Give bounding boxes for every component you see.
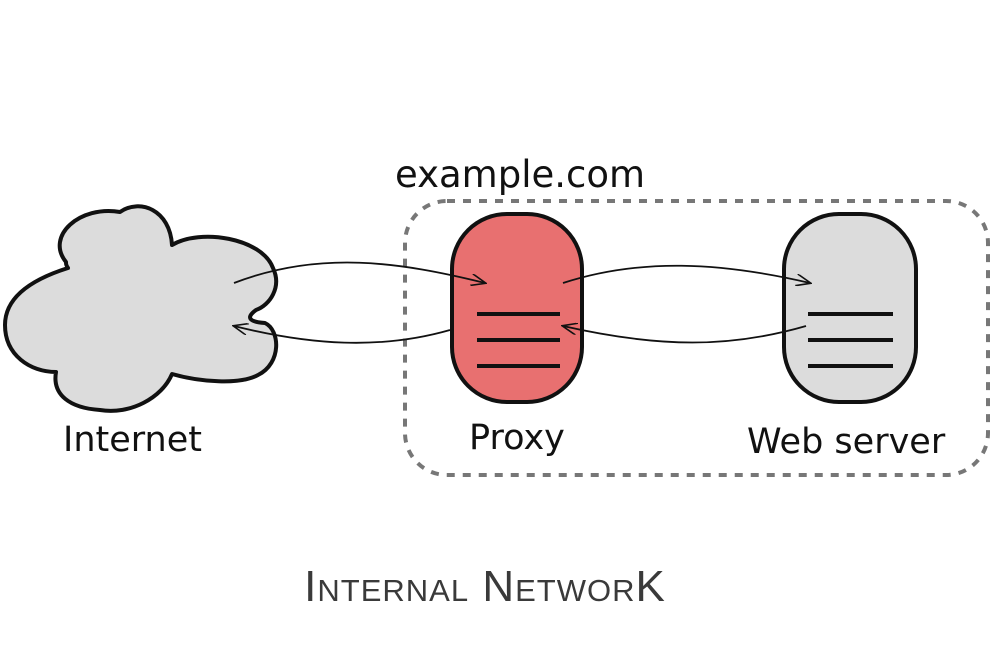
domain-label: example.com: [395, 153, 646, 196]
caption-title: Internal NetworK: [304, 562, 666, 611]
arrow-internet-to-proxy: [233, 261, 485, 283]
web-server-label: Web server: [747, 422, 946, 462]
network-boundary: [403, 199, 990, 477]
internet-label: Internet: [63, 420, 202, 460]
arrow-proxy-to-webserver: [562, 264, 810, 283]
arrow-webserver-to-proxy: [563, 326, 807, 344]
proxy-label: Proxy: [469, 418, 565, 458]
web-server-icon: [782, 212, 918, 404]
arrow-proxy-to-internet: [234, 326, 451, 344]
proxy-server-icon: [450, 212, 584, 404]
internet-cloud-icon: [3, 204, 279, 413]
